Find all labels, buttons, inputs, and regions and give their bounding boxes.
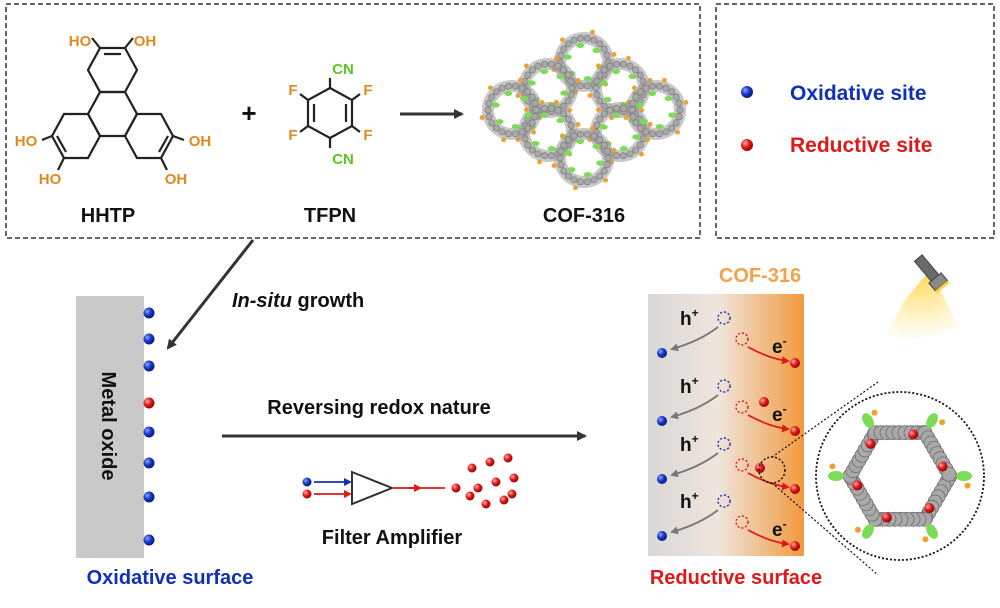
- tfpn-cn-label: CN: [332, 151, 354, 168]
- metal-oxide-surface-sites: [143, 307, 155, 546]
- tfpn-f-label: F: [288, 82, 297, 99]
- hhtp-oh-label: OH: [189, 133, 212, 150]
- oxidative-site: [143, 457, 155, 469]
- charge-row: h+e-: [657, 306, 800, 368]
- tfpn-molecule: [299, 78, 361, 148]
- zoom-line: [771, 381, 879, 458]
- light-source-icon: [880, 254, 960, 345]
- cof-layer-label: COF-316: [719, 265, 801, 287]
- oxidative-site: [143, 333, 155, 345]
- tfpn-cn-label: CN: [332, 61, 354, 78]
- metal-oxide-label: Metal oxide: [97, 372, 119, 481]
- hhtp-oh-label: OH: [134, 33, 157, 50]
- cof-pore-zoom-image: [828, 409, 972, 543]
- reductive-site-legend: Reductive site: [790, 134, 932, 157]
- plus-sign: +: [241, 98, 256, 128]
- oxidative-site-legend: Oxidative site: [790, 82, 927, 105]
- reductive-site-marker: [741, 139, 753, 151]
- hhtp-oh-label: OH: [165, 171, 188, 188]
- cof-316-label: COF-316: [543, 205, 625, 227]
- reductive-surface-caption: Reductive surface: [650, 567, 822, 589]
- hhtp-molecule: [41, 37, 185, 171]
- zoom-line: [771, 482, 879, 576]
- reaction-box: [5, 3, 701, 239]
- tfpn-f-label: F: [363, 82, 372, 99]
- filter-amplifier-label: Filter Amplifier: [322, 527, 463, 549]
- in-situ-growth-label: In-situ growth: [232, 290, 364, 312]
- oxidative-site: [143, 360, 155, 372]
- oxidative-site: [143, 307, 155, 319]
- hhtp-oh-label: HO: [39, 171, 62, 188]
- hhtp-oh-label: HO: [15, 133, 38, 150]
- hhtp-label: HHTP: [81, 205, 135, 227]
- reductive-site: [143, 397, 155, 409]
- in-situ-growth-arrow: [166, 239, 255, 350]
- tfpn-f-label: F: [363, 127, 372, 144]
- hhtp-oh-label: HO: [69, 33, 92, 50]
- tfpn-label: TFPN: [304, 205, 356, 227]
- legend-box: [715, 3, 995, 239]
- oxidative-site-marker: [741, 86, 753, 98]
- oxidative-surface-caption: Oxidative surface: [87, 567, 254, 589]
- cof-316-network-image: [479, 29, 689, 191]
- oxidative-site: [143, 491, 155, 503]
- oxidative-site: [143, 426, 155, 438]
- cof-pore-zoom-circle: [815, 391, 985, 561]
- filter-amplifier-schematic: [302, 453, 519, 509]
- tfpn-f-label: F: [288, 127, 297, 144]
- metal-oxide-block: [76, 296, 144, 558]
- cof-316-layer: [648, 294, 804, 556]
- oxidative-site: [143, 534, 155, 546]
- reversing-redox-label: Reversing redox nature: [267, 397, 490, 419]
